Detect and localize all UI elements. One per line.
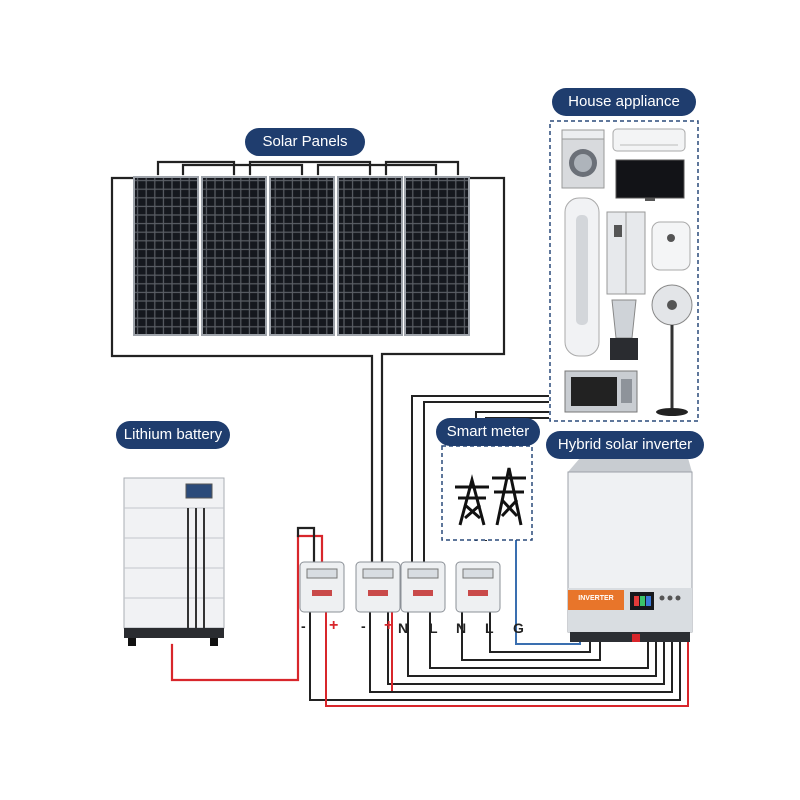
refrigerator-icon — [606, 211, 646, 295]
hybrid-inverter — [567, 458, 693, 642]
hybrid-inverter-label: Hybrid solar inverter — [546, 431, 704, 459]
smart-meter-label: Smart meter — [436, 418, 540, 446]
washing-machine-icon — [561, 129, 605, 189]
meter4-n-label: N — [456, 620, 467, 636]
energy-meter — [299, 561, 345, 613]
solar-panel — [201, 176, 267, 336]
standing-fan-icon — [651, 284, 693, 416]
meter4-l-label: L — [485, 620, 494, 636]
meter1-minus-label: - — [301, 618, 306, 634]
blender-icon — [610, 299, 638, 360]
tower-fan-icon — [564, 197, 600, 357]
air-conditioner-icon — [612, 128, 686, 152]
solar-panel — [404, 176, 470, 336]
solar-panel — [337, 176, 403, 336]
solar-panel — [269, 176, 335, 336]
appliance-panel — [549, 120, 699, 422]
meter-group — [299, 561, 501, 613]
meter2-plus-label: + — [384, 617, 394, 634]
energy-meter — [455, 561, 501, 613]
lithium-battery-stack — [123, 477, 225, 646]
grid-box — [441, 445, 533, 541]
meter1-plus-label: + — [329, 617, 339, 634]
energy-meter — [400, 561, 446, 613]
meter3-l-label: L — [429, 620, 438, 636]
solar-panels-label: Solar Panels — [245, 128, 365, 156]
ground-label: G — [513, 620, 524, 636]
energy-meter — [355, 561, 401, 613]
solar-panel-array — [133, 176, 470, 336]
inverter-brand-text: INVERTER — [578, 595, 614, 602]
transmission-tower-icon — [455, 467, 526, 526]
microwave-oven-icon — [564, 370, 638, 413]
air-fryer-icon — [651, 221, 691, 271]
television-icon — [615, 159, 685, 201]
meter2-minus-label: - — [361, 618, 366, 634]
house-appliance-label: House appliance — [552, 88, 696, 116]
solar-panel — [133, 176, 199, 336]
lithium-battery-label: Lithium battery — [116, 421, 230, 449]
meter3-n-label: N — [398, 620, 409, 636]
